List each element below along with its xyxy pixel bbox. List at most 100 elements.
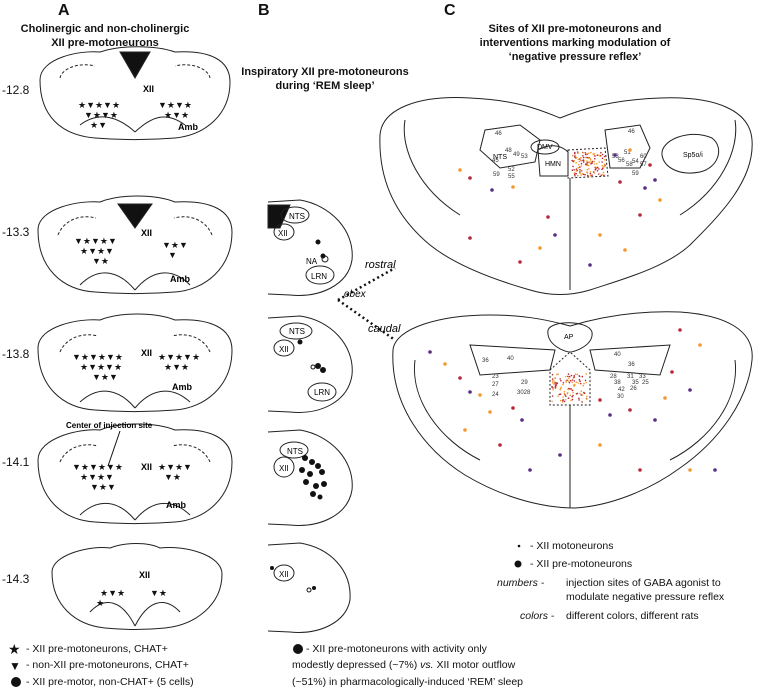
motoneuron-dot [603,165,606,168]
motoneuron-dot [598,168,600,170]
motoneuron-dot [573,169,575,171]
motoneuron-dot [564,399,567,401]
motoneuron-dot [576,392,579,395]
caudal-number: 30 [617,394,624,400]
premotoneuron-dot [648,163,652,167]
motoneuron-dot [575,161,577,164]
motoneuron-dot [586,164,589,167]
motoneuron-dot [588,168,590,170]
legend-right-line1: - XII pre-motoneurons with activity only [306,643,487,655]
caudal-number: 36 [628,362,635,368]
motoneuron-dot [551,400,553,403]
c-dmv-label: DMV [537,144,553,151]
injection-arrow [107,430,121,467]
rostral-number: 53 [612,154,619,160]
motoneuron-dot [584,173,586,176]
motoneuron-dot [598,173,600,175]
motoneuron-dot [580,162,583,165]
motoneuron-dot [582,151,584,154]
motoneuron-dot [579,169,581,171]
premotoneuron-dot [443,362,447,366]
panel-a-letter: A [58,2,70,19]
premotoneuron-dot [618,180,622,184]
rostral-number: 58 [626,162,633,168]
motoneuron-dot [569,388,571,390]
motoneuron-dot [565,395,567,397]
motoneuron-dot [587,157,590,159]
rostral-number: 51 [624,150,631,156]
motoneuron-dot [601,168,603,171]
xii-label-3: XII [141,348,152,358]
b-dot [312,586,316,590]
motoneuron-dot [580,159,583,162]
rostral-number: 59 [632,171,639,177]
legend-right-line3: (~51%) in pharmacologically-induced ‘REM… [292,676,524,688]
motoneuron-dot [562,396,564,398]
panel-c-dots [428,148,717,472]
svg-text:▼★▼★▼: ▼★▼★▼ [74,236,117,246]
panel-c-title-line3: ‘negative pressure reflex’ [508,51,642,63]
motoneuron-dot [598,154,600,157]
motoneuron-dot [592,171,595,173]
b-dot [315,239,321,245]
motoneuron-dot [563,390,566,393]
motoneuron-dot [577,167,580,169]
motoneuron-dot [554,377,556,379]
caudal-number: 25 [642,380,649,386]
motoneuron-dot [578,375,581,378]
motoneuron-dot [580,390,583,393]
panel-a-section-1 [39,46,231,140]
motoneuron-dot [551,385,553,388]
rostral-number: 48 [505,148,512,154]
motoneuron-dot [603,163,606,166]
motoneuron-dot [574,152,576,155]
motoneuron-dot [579,171,581,173]
b-na-label: NA [306,257,318,266]
level-label-1: -12.8 [2,83,30,97]
cluster-right-1: ▼★▼★★▼★ [158,100,192,120]
motoneuron-dot [584,152,587,154]
amb-label-3: Amb [172,382,193,392]
motoneuron-dot [553,380,555,383]
premotoneuron-dot [598,443,602,447]
motoneuron-dot [574,151,576,154]
motoneuron-dot [551,378,554,380]
motoneuron-dot [576,151,579,153]
svg-text:★▼★▼★: ★▼★▼★ [158,352,200,362]
cluster-left-1: ★▼★▼★▼★▼★★▼ [78,100,120,130]
b-dots-3 [299,455,327,500]
panel-b-title-line1: Inspiratory XII pre-motoneurons [241,66,409,78]
panel-a-markers: ★▼★▼★▼★▼★★▼ ▼★▼★★▼★ ▼★▼★▼★▼★▼▼★ ▼★▼▼ ▼★▼… [72,100,200,608]
legend-dot-text: - XII pre-motor, non-CHAT+ (5 cells) [26,676,194,688]
panel-b-title-line2: during ‘REM sleep’ [275,80,375,92]
xii-label-5: XII [139,570,150,580]
premotoneuron-dot [613,153,617,157]
premotoneuron-dot [688,388,692,392]
motoneuron-dot [577,382,579,384]
motoneuron-dot [582,161,585,163]
premotoneuron-dot [688,468,692,472]
motoneuron-dot [571,381,573,384]
amb-label-2: Amb [170,274,191,284]
svg-text:▼★▼: ▼★▼ [92,372,118,382]
svg-text:▼★▼★▼★: ▼★▼★▼★ [72,352,123,362]
motoneuron-dot [571,389,574,392]
panel-a-title-line1: Cholinergic and non-cholinergic [20,23,190,35]
motoneuron-dot [577,174,579,177]
b-dot [297,339,303,345]
motoneuron-dot [573,172,576,174]
motoneuron-dot [593,153,596,155]
level-label-3: -13.8 [2,347,30,361]
panel-a-title: Cholinergic and non-cholinergic XII pre-… [20,22,190,50]
caudal-number: 28 [610,374,617,380]
panel-a-section-5 [51,543,223,630]
premotoneuron-dot [458,168,462,172]
motoneuron-dot [571,379,574,381]
motoneuron-dot [576,373,579,376]
motoneuron-dot [580,156,582,159]
premotoneuron-dot [553,233,557,237]
motoneuron-dot [551,380,554,382]
motoneuron-dot [602,166,605,168]
svg-text:★: ★ [96,598,104,608]
rostral-number: 56 [618,158,625,164]
